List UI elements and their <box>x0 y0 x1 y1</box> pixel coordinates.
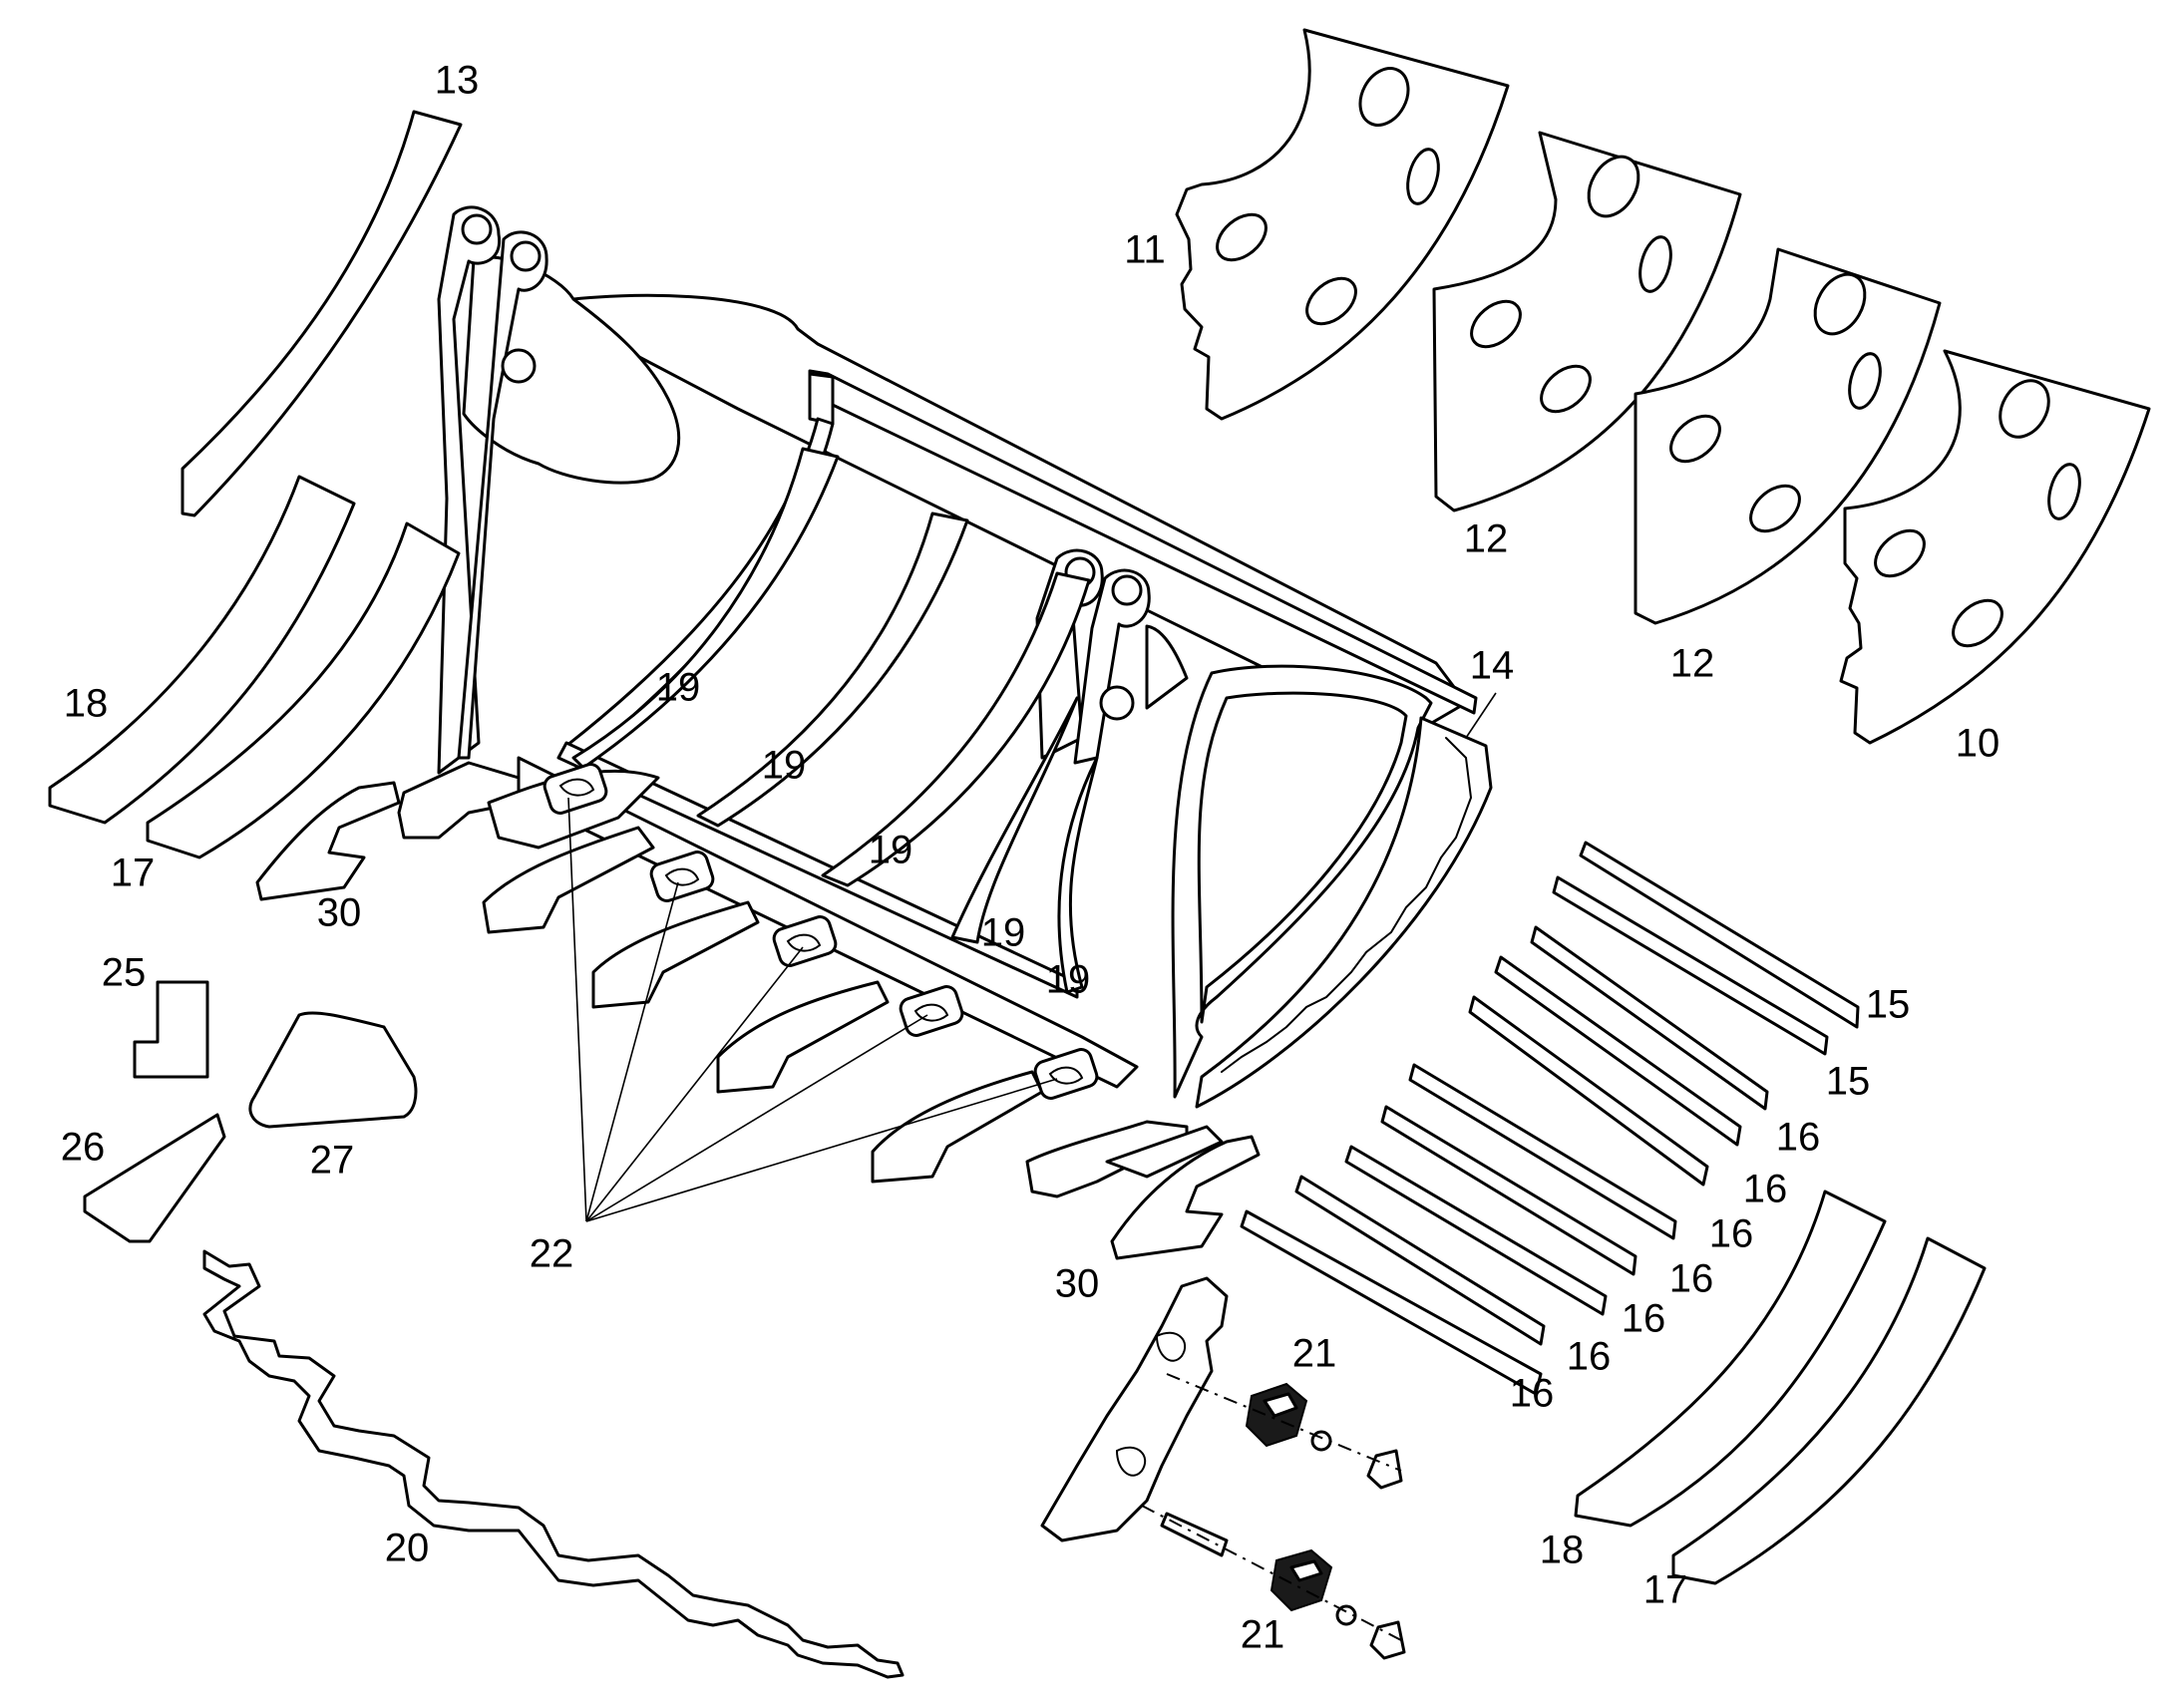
part-18-curved-strip-right <box>1574 1190 1887 1528</box>
callout-17: 17 <box>1643 1568 1688 1612</box>
part-17-curved-strip-right <box>1671 1236 1987 1585</box>
callout-19: 19 <box>656 666 701 710</box>
part-12-side-plate-b <box>1634 247 1942 625</box>
callout-16: 16 <box>1776 1116 1821 1160</box>
part-20-cutting-edge <box>202 1249 905 1679</box>
callout-18: 18 <box>1540 1529 1585 1572</box>
part-10-side-plate <box>1839 349 2151 745</box>
callout-16: 16 <box>1669 1257 1714 1301</box>
callout-18: 18 <box>64 682 109 726</box>
bucket-teeth <box>397 761 1224 1198</box>
part-30-tooth-left <box>255 781 401 901</box>
callout-20: 20 <box>385 1527 430 1570</box>
callout-labels: 13 11 12 12 10 14 18 17 30 25 26 27 19 1… <box>61 59 2000 1657</box>
leader-lines <box>567 692 1497 1222</box>
part-13-arc-strip <box>181 110 463 517</box>
callout-17: 17 <box>111 852 156 895</box>
callout-13: 13 <box>435 59 480 103</box>
callout-26: 26 <box>61 1126 106 1170</box>
callout-19: 19 <box>981 911 1026 955</box>
callout-15: 15 <box>1866 983 1911 1027</box>
callout-30: 30 <box>1055 1262 1100 1306</box>
part-26-triangle-plate <box>83 1113 226 1243</box>
callout-19: 19 <box>1046 958 1091 1002</box>
callout-30: 30 <box>317 891 362 935</box>
part-15-bars <box>1552 841 1860 1056</box>
callout-10: 10 <box>1956 722 2000 766</box>
part-25-angle-block <box>133 980 209 1079</box>
callout-25: 25 <box>102 951 147 995</box>
part-27-gusset-plate <box>248 1011 418 1129</box>
callout-16: 16 <box>1510 1372 1555 1416</box>
part-12-side-plate-a <box>1432 131 1742 512</box>
callout-11: 11 <box>1124 228 1166 272</box>
callout-21: 21 <box>1241 1613 1285 1657</box>
callout-16: 16 <box>1567 1335 1612 1379</box>
part-11-side-plate <box>1175 28 1510 421</box>
callout-27: 27 <box>310 1139 355 1183</box>
callout-16: 16 <box>1743 1168 1788 1211</box>
part-22-retainers <box>543 763 1099 1100</box>
callout-12: 12 <box>1670 642 1715 686</box>
callout-16: 16 <box>1709 1212 1754 1256</box>
callout-15: 15 <box>1826 1060 1871 1104</box>
callout-21: 21 <box>1292 1332 1337 1376</box>
bucket-body <box>437 205 1493 1109</box>
callout-22: 22 <box>530 1232 574 1276</box>
part-21-adapter-assembly <box>1040 1276 1406 1660</box>
part-30-tooth-right <box>1110 1135 1261 1260</box>
part-16-bars <box>1240 925 1769 1396</box>
callout-16: 16 <box>1622 1297 1666 1341</box>
callout-19: 19 <box>869 829 913 872</box>
part-19-liner-strips <box>571 447 1099 994</box>
part-17-curved-strip-left <box>146 521 461 859</box>
callout-14: 14 <box>1470 644 1515 688</box>
callout-12: 12 <box>1464 517 1509 561</box>
part-18-curved-strip-left <box>48 475 356 825</box>
callout-19: 19 <box>762 744 807 788</box>
